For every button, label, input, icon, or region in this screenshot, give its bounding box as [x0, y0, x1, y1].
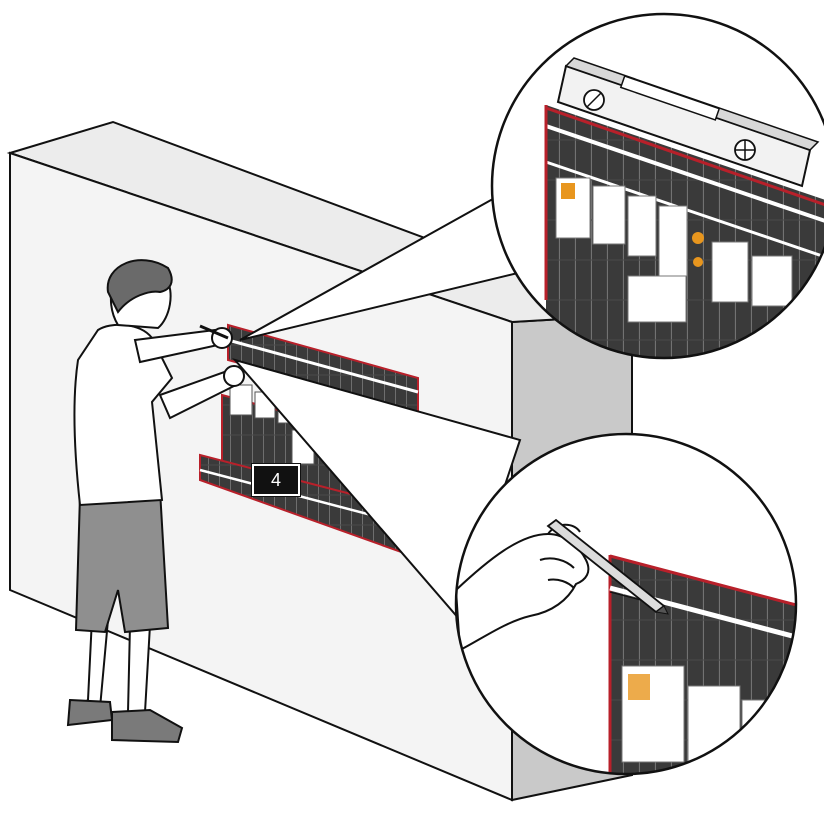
pencil-icon	[546, 518, 669, 615]
template-card	[751, 255, 793, 307]
template-card	[229, 384, 253, 416]
spirit-level-icon	[556, 57, 820, 188]
person	[66, 259, 245, 744]
hand	[456, 523, 590, 652]
orange-marker	[693, 257, 703, 267]
person-shoe-right	[111, 708, 184, 744]
template-card	[592, 185, 626, 245]
template-card	[627, 275, 687, 323]
template-card	[627, 195, 657, 257]
person-shorts	[74, 488, 170, 634]
magnifier-bottom	[454, 432, 798, 776]
step-number-badge: 4	[252, 464, 300, 496]
person-leg-right	[126, 624, 152, 713]
template-card	[687, 685, 741, 774]
person-shoe-left	[66, 698, 114, 727]
orange-marker	[692, 232, 704, 244]
magnifier-top	[490, 12, 824, 360]
template-card	[711, 241, 749, 303]
pencil-icon	[199, 324, 229, 340]
person-hand	[223, 365, 245, 387]
template-card	[741, 699, 793, 774]
callout-wedges	[232, 193, 524, 622]
template-card	[658, 205, 688, 277]
person-hair	[106, 259, 173, 314]
